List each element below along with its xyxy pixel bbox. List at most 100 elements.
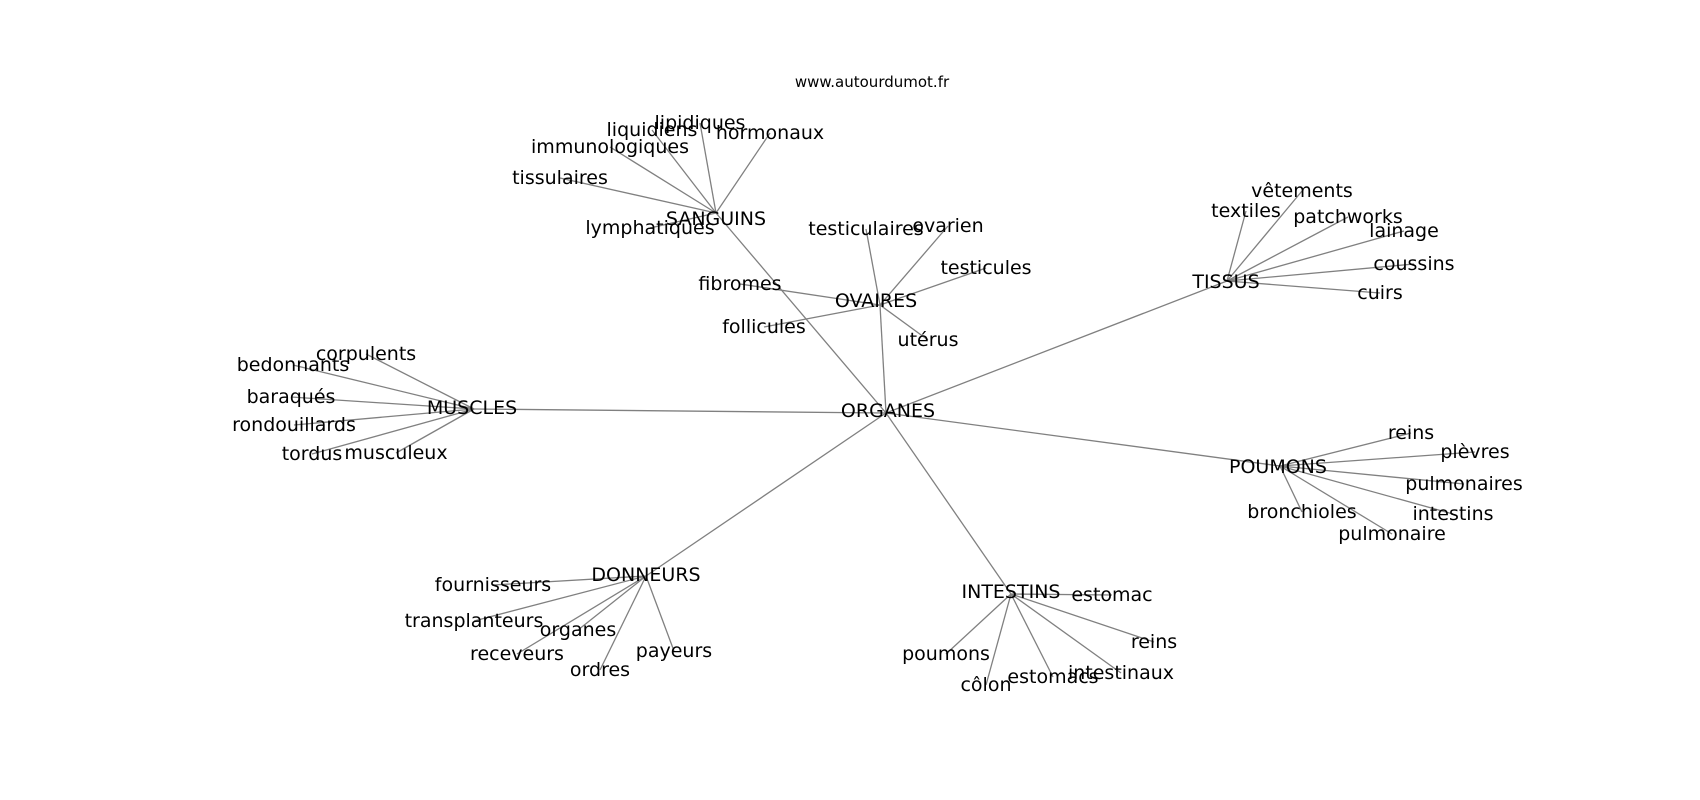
leaf-node-poumons-pulmonaires: pulmonaires bbox=[1405, 473, 1522, 495]
edge-tissus-cuirs bbox=[1226, 280, 1381, 294]
edge-sanguins-tissulaires bbox=[559, 177, 717, 214]
leaf-node-donneurs-transplanteurs: transplanteurs bbox=[405, 610, 544, 632]
leaf-node-tissus-cuirs: cuirs bbox=[1357, 282, 1402, 304]
edge-tissus-lainage bbox=[1226, 230, 1405, 282]
cluster-node-intestins: INTESTINS bbox=[962, 581, 1061, 603]
leaf-node-sanguins-immunologiques: immunologiques bbox=[531, 136, 689, 158]
leaf-node-muscles-rondouillards: rondouillards bbox=[232, 414, 356, 436]
edge-ovaires-fibromes bbox=[739, 283, 881, 306]
edge-muscles-musculeux bbox=[395, 408, 475, 454]
leaf-node-ovaires-ovarien: ovarien bbox=[912, 215, 983, 237]
edge-poumons-bronchioles bbox=[1279, 465, 1303, 513]
edge-donneurs-transplanteurs bbox=[473, 575, 647, 622]
edge-tissus-textiles bbox=[1226, 210, 1247, 282]
edge-root-ovaires bbox=[879, 304, 887, 414]
edge-intestins-poumons bbox=[945, 593, 1012, 655]
leaf-node-sanguins-hormonaux: hormonaux bbox=[716, 122, 824, 144]
edge-ovaires-ovarien bbox=[879, 225, 949, 306]
leaf-node-ovaires-testicules: testicules bbox=[940, 257, 1031, 279]
leaf-node-intestins-poumons: poumons bbox=[902, 643, 990, 665]
edge-poumons-pulmonaires bbox=[1279, 465, 1465, 485]
leaf-node-poumons-pulmonaire: pulmonaire bbox=[1338, 523, 1446, 545]
edge-root-sanguins bbox=[715, 212, 887, 414]
leaf-node-tissus-vetements: vêtements bbox=[1251, 180, 1353, 202]
leaf-node-tissus-patchworks: patchworks bbox=[1293, 206, 1403, 228]
edge-muscles-rondouillards bbox=[293, 408, 475, 426]
graph-edges bbox=[290, 122, 1476, 686]
leaf-node-donneurs-organes: organes bbox=[540, 619, 616, 641]
cluster-node-sanguins: SANGUINS bbox=[666, 208, 766, 230]
edge-poumons-pulmonaire bbox=[1279, 465, 1393, 535]
leaf-node-sanguins-lymphatiques: lymphatiques bbox=[585, 217, 714, 239]
leaf-node-poumons-bronchioles: bronchioles bbox=[1247, 501, 1356, 523]
edge-muscles-corpulents bbox=[365, 353, 475, 410]
edge-root-tissus bbox=[885, 280, 1228, 414]
cluster-node-tissus: TISSUS bbox=[1191, 271, 1259, 293]
edge-muscles-tordus bbox=[311, 408, 475, 455]
edge-donneurs-receveurs bbox=[516, 575, 647, 655]
cluster-node-donneurs: DONNEURS bbox=[591, 564, 700, 586]
leaf-node-ovaires-follicules: follicules bbox=[722, 316, 806, 338]
edge-intestins-intestinaux bbox=[1010, 593, 1122, 674]
site-credit: www.autourdumot.fr bbox=[795, 73, 950, 91]
leaf-node-intestins-colon: côlon bbox=[960, 674, 1011, 696]
edge-donneurs-payeurs bbox=[645, 575, 675, 652]
leaf-node-sanguins-tissulaires: tissulaires bbox=[512, 167, 608, 189]
cluster-node-muscles: MUSCLES bbox=[427, 397, 517, 419]
edge-muscles-bedonnants bbox=[292, 364, 475, 410]
edge-donneurs-fournisseurs bbox=[492, 575, 647, 586]
leaf-node-muscles-tordus: tordus bbox=[282, 443, 343, 465]
leaf-node-intestins-reins: reins bbox=[1131, 631, 1177, 653]
edge-tissus-patchworks bbox=[1226, 216, 1349, 282]
edge-root-poumons bbox=[885, 412, 1281, 467]
edge-ovaires-testiculaires bbox=[865, 228, 881, 306]
edge-donneurs-organes bbox=[577, 575, 647, 631]
leaf-node-muscles-bedonnants: bedonnants bbox=[237, 354, 350, 376]
edge-muscles-baraques bbox=[290, 396, 475, 410]
edge-sanguins-liquidiens bbox=[651, 129, 717, 214]
leaf-node-intestins-intestinaux: intestinaux bbox=[1068, 662, 1174, 684]
leaf-node-sanguins-lipidiques: lipidiques bbox=[655, 112, 746, 134]
edge-sanguins-hormonaux bbox=[715, 132, 771, 214]
leaf-node-poumons-plevres: plèvres bbox=[1440, 441, 1509, 463]
cluster-node-ovaires: OVAIRES bbox=[835, 290, 917, 312]
edge-root-muscles bbox=[473, 408, 887, 414]
leaf-node-muscles-corpulents: corpulents bbox=[316, 343, 416, 365]
edge-ovaires-testicules bbox=[879, 267, 987, 306]
leaf-node-muscles-musculeux: musculeux bbox=[344, 442, 447, 464]
leaf-node-donneurs-ordres: ordres bbox=[570, 659, 630, 681]
leaf-node-poumons-intestins: intestins bbox=[1412, 503, 1493, 525]
leaf-node-poumons-reins: reins bbox=[1388, 422, 1434, 444]
edge-donneurs-ordres bbox=[599, 575, 647, 671]
cluster-node-poumons: POUMONS bbox=[1229, 456, 1327, 478]
edge-tissus-coussins bbox=[1226, 263, 1415, 282]
edge-poumons-intestins bbox=[1279, 465, 1454, 515]
edge-intestins-estomacs bbox=[1010, 593, 1054, 678]
leaf-node-intestins-estomac: estomac bbox=[1071, 584, 1152, 606]
edge-ovaires-uterus bbox=[879, 304, 929, 341]
leaf-node-tissus-coussins: coussins bbox=[1373, 253, 1454, 275]
edge-sanguins-lymphatiques bbox=[649, 212, 717, 229]
edge-intestins-estomac bbox=[1010, 593, 1113, 596]
leaf-node-donneurs-payeurs: payeurs bbox=[636, 640, 712, 662]
leaf-node-donneurs-fournisseurs: fournisseurs bbox=[435, 574, 551, 596]
leaf-node-intestins-estomacs: estomacs bbox=[1007, 666, 1098, 688]
edge-sanguins-lipidiques bbox=[699, 122, 717, 214]
leaf-node-muscles-baraques: baraqués bbox=[247, 386, 336, 408]
edge-intestins-colon bbox=[985, 593, 1012, 686]
edge-intestins-reins bbox=[1010, 593, 1155, 643]
leaf-node-tissus-textiles: textiles bbox=[1211, 200, 1281, 222]
leaf-node-ovaires-fibromes: fibromes bbox=[698, 273, 781, 295]
leaf-node-sanguins-liquidiens: liquidiens bbox=[607, 119, 698, 141]
edge-root-intestins bbox=[885, 412, 1012, 595]
edge-sanguins-immunologiques bbox=[609, 146, 717, 214]
leaf-node-tissus-lainage: lainage bbox=[1369, 220, 1439, 242]
edge-poumons-reins bbox=[1279, 432, 1412, 467]
edge-poumons-plevres bbox=[1279, 451, 1476, 467]
leaf-node-ovaires-uterus: utérus bbox=[898, 329, 959, 351]
edge-tissus-vetements bbox=[1226, 190, 1303, 282]
edge-ovaires-follicules bbox=[763, 304, 881, 328]
edge-root-donneurs bbox=[645, 412, 887, 577]
